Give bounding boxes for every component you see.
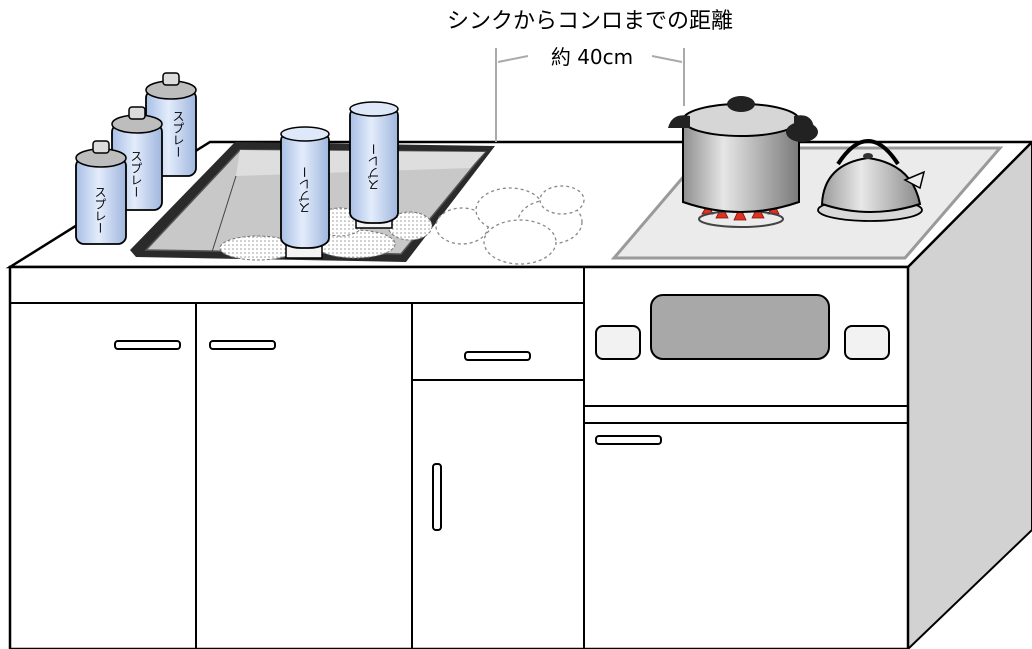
kettle (817, 139, 926, 222)
cabinet-handle-vertical (432, 463, 442, 531)
can-label: スプレー (298, 166, 312, 214)
drawer-handle (464, 351, 531, 361)
gas-cloud-drift (435, 185, 585, 265)
spray-can-front: スプレー (75, 140, 127, 245)
spray-can-back: スプレー (145, 72, 197, 177)
can-label: スプレー (93, 186, 107, 234)
oven-handle (595, 435, 662, 445)
can-label: スプレー (367, 143, 381, 191)
punctured-can-2: スプレー (349, 101, 399, 229)
cabinet-handle-1 (114, 340, 181, 350)
punctured-can-1: スプレー (280, 126, 330, 259)
annotation-title: シンクからコンロまでの距離 (447, 9, 733, 34)
distance-annotation: シンクからコンロまでの距離 約 40cm (447, 9, 733, 142)
stove-window (650, 294, 830, 360)
cooking-pot (668, 96, 818, 213)
annotation-distance: 約 40cm (551, 45, 633, 69)
can-label: スプレー (171, 110, 185, 158)
stove-knob-left (595, 325, 641, 360)
can-label: スプレー (129, 150, 143, 198)
cabinet-handle-2 (209, 340, 276, 350)
stove-knob-right (844, 325, 890, 360)
